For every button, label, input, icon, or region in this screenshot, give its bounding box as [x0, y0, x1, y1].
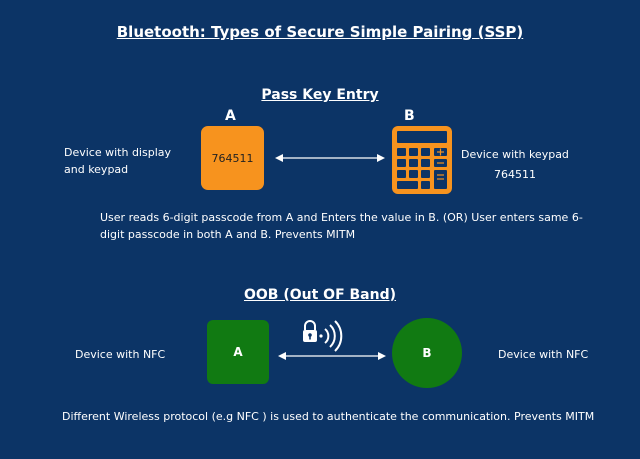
passkey-description-line1: User reads 6-digit passcode from A and E…	[100, 211, 583, 224]
passkey-description: User reads 6-digit passcode from A and E…	[100, 209, 600, 243]
passkey-device-a-label-line2: and keypad	[64, 163, 129, 176]
oob-double-arrow	[278, 352, 386, 360]
oob-heading: OOB (Out OF Band)	[243, 287, 397, 303]
secure-wireless-icon	[303, 320, 343, 352]
oob-device-a-letter: A	[233, 345, 243, 359]
oob-device-b: B	[392, 318, 462, 388]
passkey-heading: Pass Key Entry	[261, 87, 379, 103]
calculator-icon	[392, 126, 452, 194]
oob-device-b-letter: B	[422, 346, 432, 360]
passkey-device-a: 764511	[201, 126, 264, 190]
passkey-device-b-letter: B	[404, 108, 415, 124]
page-title: Bluetooth: Types of Secure Simple Pairin…	[116, 23, 524, 41]
passkey-double-arrow	[275, 154, 385, 162]
passkey-device-b-label: Device with keypad	[461, 148, 569, 161]
passkey-device-a-label-line1: Device with display	[64, 146, 172, 159]
passkey-device-b-code: 764511	[494, 168, 536, 181]
passkey-device-a-letter: A	[225, 108, 236, 124]
oob-device-a-label: Device with NFC	[75, 348, 166, 361]
oob-device-a: A	[207, 320, 269, 384]
oob-description: Different Wireless protocol (e.g NFC ) i…	[62, 410, 595, 423]
passkey-description-line2: digit passcode in both A and B. Prevents…	[100, 228, 356, 241]
passkey-device-a-label: Device with display and keypad	[64, 144, 194, 178]
passkey-device-a-code: 764511	[211, 151, 254, 165]
oob-device-b-label: Device with NFC	[498, 348, 589, 361]
